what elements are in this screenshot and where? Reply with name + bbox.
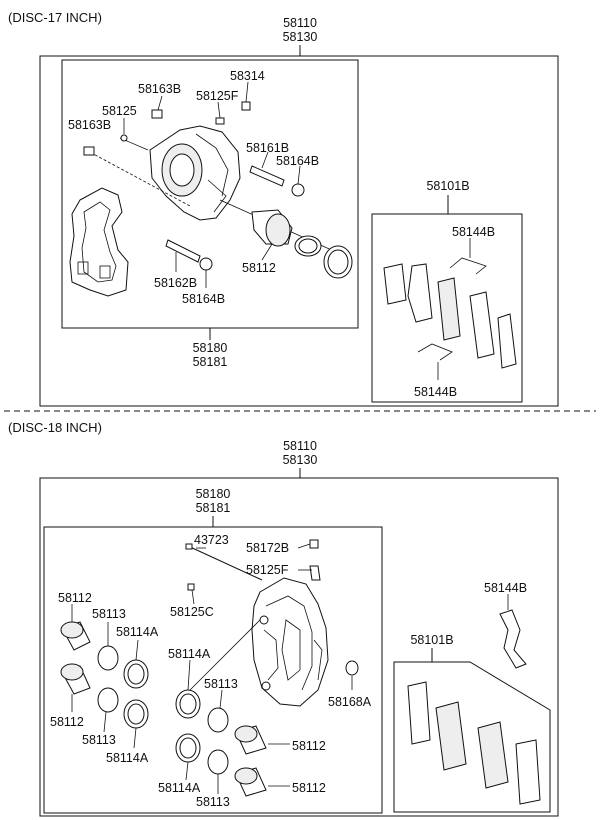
bolt-part — [83, 101, 305, 271]
leader-line — [217, 101, 221, 119]
part-callout: 58114A — [116, 625, 159, 639]
caliper-group-code: 58180 — [193, 341, 228, 355]
leader-line — [133, 727, 137, 749]
part-callout: 58113 — [204, 677, 238, 691]
part-callout: 58113 — [196, 795, 230, 809]
bolt-part — [185, 539, 527, 676]
part-callout: 58164B — [182, 292, 225, 306]
leader-line — [261, 243, 273, 261]
part-callout: 58163B — [138, 82, 181, 96]
part-callout: 58114A — [158, 781, 201, 795]
part-callout: 58172B — [246, 541, 289, 555]
part-callout: 58144B — [452, 225, 495, 239]
part-callout: 58112 — [58, 591, 92, 605]
part-callout: 58112 — [242, 261, 276, 275]
part-callout: 58112 — [50, 715, 84, 729]
leader-line — [185, 761, 189, 781]
part-callout: 58144B — [484, 581, 527, 595]
assembly-frame — [39, 55, 559, 407]
part-callout: 58162B — [154, 276, 197, 290]
part-callout: 58144B — [414, 385, 457, 399]
part-callout: 58163B — [68, 118, 111, 132]
brake-pad-set — [407, 681, 541, 805]
leader-line — [135, 639, 139, 661]
part-callout: 58125C — [170, 605, 214, 619]
leader-line — [187, 659, 191, 691]
piston-and-seals — [60, 619, 267, 797]
section-header: (DISC-18 INCH) — [8, 420, 102, 435]
leader-line — [219, 689, 223, 709]
brake-pad-set — [383, 238, 517, 380]
section-header: (DISC-17 INCH) — [8, 10, 102, 25]
caliper-group-code: 58180 — [196, 487, 231, 501]
part-callout: 58161B — [246, 141, 289, 155]
piston-and-seals — [251, 209, 353, 279]
caliper-group-code: 58181 — [193, 355, 228, 369]
part-callout: 58125 — [102, 104, 137, 118]
assembly-code: 58110 — [283, 439, 317, 453]
leader-line — [297, 165, 301, 185]
section-disc-18: (DISC-18 INCH) 58110 58130 58180 58181 5… — [8, 420, 559, 817]
part-callout: 58113 — [82, 733, 116, 747]
assembly-code: 58130 — [283, 30, 318, 44]
assembly-code: 58130 — [283, 453, 318, 467]
part-callout: 58114A — [168, 647, 211, 661]
caliper-body — [149, 125, 241, 221]
part-callout: 58112 — [292, 739, 326, 753]
section-disc-17: (DISC-17 INCH) 58110 58130 58180 58181 5… — [8, 10, 559, 407]
pad-kit-code: 58101B — [426, 179, 469, 193]
part-callout: 58314 — [230, 69, 265, 83]
caliper-group-code: 58181 — [196, 501, 231, 515]
leader-line — [191, 589, 195, 605]
leader-line — [103, 711, 107, 733]
caliper-bracket — [69, 187, 129, 297]
part-callout: 58113 — [92, 607, 126, 621]
leader-line — [261, 151, 269, 169]
leader-line — [157, 95, 163, 111]
part-callout: 58168A — [328, 695, 372, 709]
part-callout: 43723 — [194, 533, 229, 547]
part-callout: 58125F — [246, 563, 289, 577]
leader-line — [245, 81, 249, 103]
assembly-frame — [39, 477, 559, 817]
part-callout: 58112 — [292, 781, 326, 795]
assembly-code: 58110 — [283, 16, 317, 30]
part-callout: 58164B — [276, 154, 319, 168]
leader-line — [297, 543, 311, 549]
pad-kit-frame — [371, 213, 523, 403]
pad-kit-code: 58101B — [410, 633, 453, 647]
caliper-body — [251, 577, 329, 707]
part-callout: 58114A — [106, 751, 149, 765]
part-callout: 58125F — [196, 89, 239, 103]
pad-kit-frame — [393, 661, 551, 813]
